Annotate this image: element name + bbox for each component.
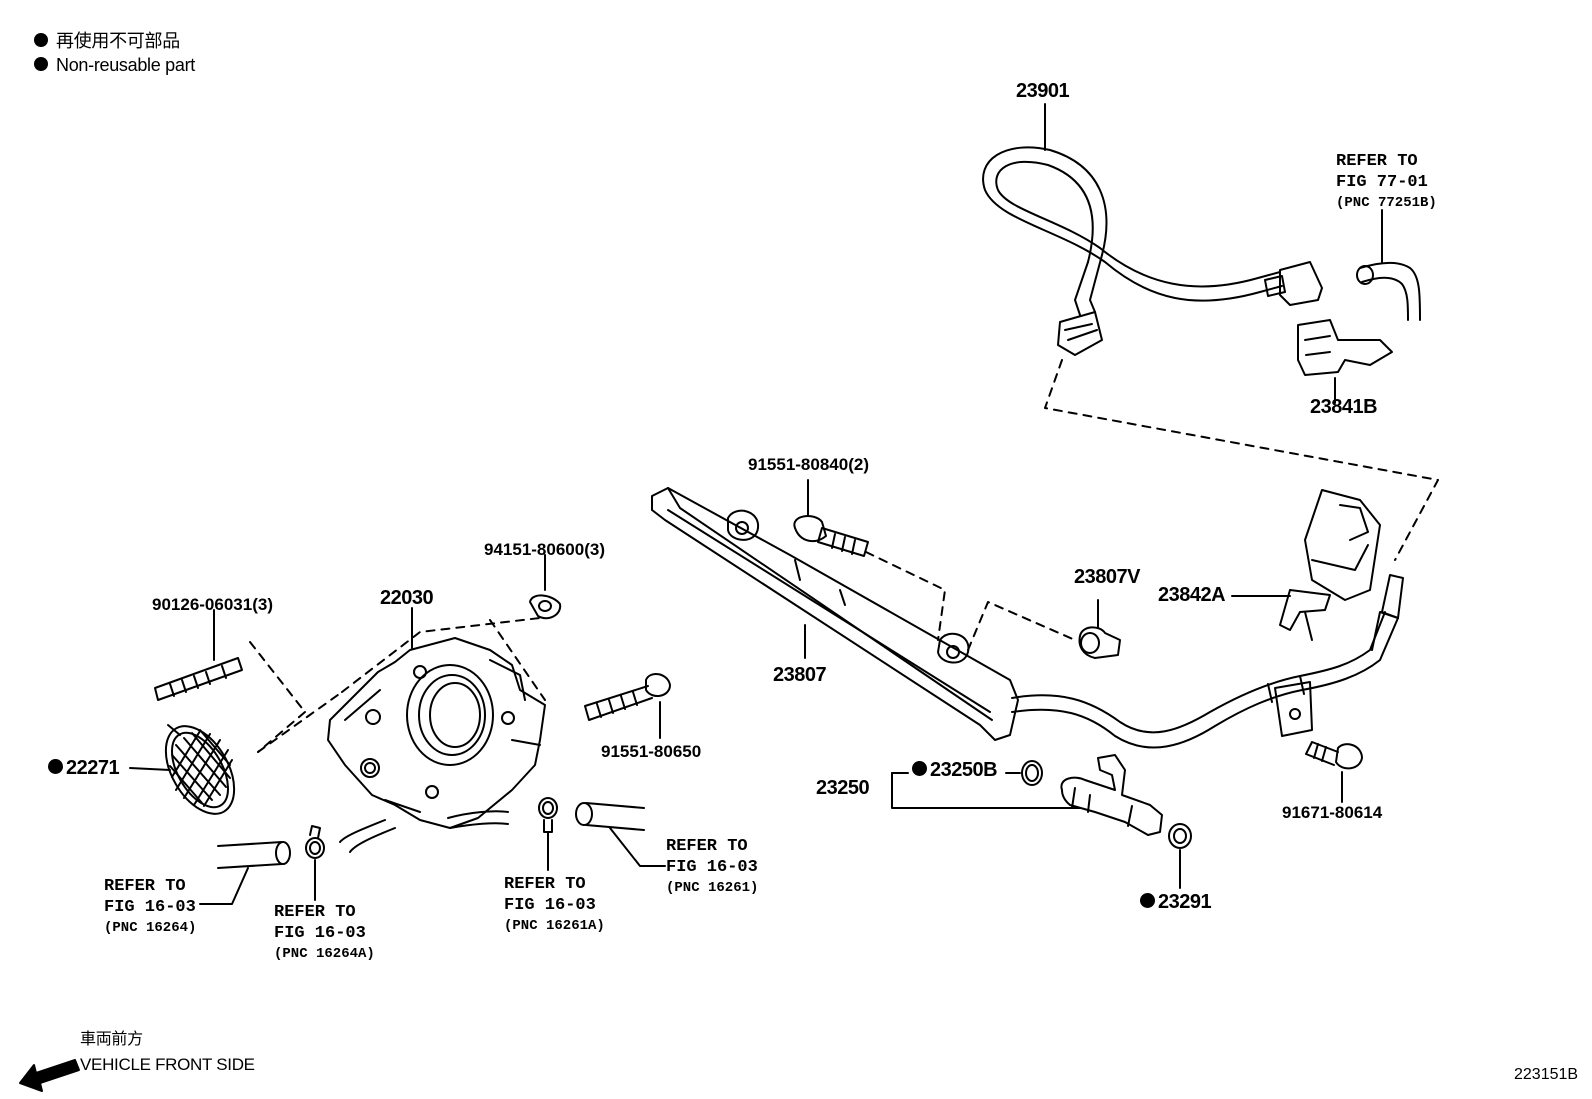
figure-id: 223151B: [1514, 1066, 1579, 1083]
dashed-stud-link: [249, 641, 306, 753]
part-23841b[interactable]: 23841B: [1310, 396, 1378, 418]
ref-fig16-pnc-16261[interactable]: REFER TO FIG 16-03 (PNC 16261): [666, 837, 759, 896]
part-23250[interactable]: 23250: [816, 777, 870, 799]
bolt-91551-80650: [584, 673, 671, 721]
bolt-91551-80840: [793, 515, 869, 557]
part-23807v[interactable]: 23807V: [1074, 566, 1140, 588]
direction-en: VEHICLE FRONT SIDE: [80, 1055, 255, 1074]
part-94151-80600[interactable]: 94151-80600(3): [484, 540, 605, 559]
legend-jp: 再使用不可部品: [34, 32, 180, 50]
non-reusable-dot-icon: [34, 57, 48, 72]
retainer-23842a: [1279, 489, 1381, 641]
ref-fig16-pnc-16264a[interactable]: REFER TO FIG 16-03 (PNC 16264A): [274, 903, 375, 962]
part-91551-80650[interactable]: 91551-80650: [601, 742, 702, 761]
stud-90126-06031: [154, 657, 243, 701]
part-23291[interactable]: 23291: [1140, 892, 1212, 912]
non-reusable-dot-icon: [912, 761, 927, 777]
insulator-23807v: [1078, 626, 1121, 659]
bolt-91671-80614: [1305, 741, 1363, 770]
part-90126-06031[interactable]: 90126-06031(3): [152, 595, 273, 614]
throttle-body-22030: [327, 637, 546, 853]
part-91551-80840[interactable]: 91551-80840(2): [748, 455, 869, 474]
part-23807[interactable]: 23807: [773, 664, 827, 686]
fuel-hose-23901: [982, 146, 1323, 356]
pipe-fig77: [1356, 261, 1421, 321]
injector-23250: [1060, 754, 1163, 836]
clamp-pnc-16261a: [538, 797, 558, 833]
dashed-hose-link: [1044, 359, 1439, 561]
front-direction-arrow-icon: [19, 1059, 80, 1092]
gasket-22271: [164, 724, 236, 815]
dashed-bolt-link: [865, 551, 946, 641]
dashed-23807v-link: [967, 601, 1076, 651]
part-23842a[interactable]: 23842A: [1158, 584, 1226, 606]
hose-pnc-16264: [217, 841, 291, 869]
non-reusable-dot-icon: [1140, 893, 1155, 909]
leader-22271: [129, 767, 171, 771]
non-reusable-dot-icon: [34, 33, 48, 48]
dashed-body-link: [257, 617, 541, 753]
part-91671-80614[interactable]: 91671-80614: [1282, 803, 1383, 822]
direction-jp: 車両前方: [80, 1031, 143, 1048]
leader-16261: [609, 827, 666, 867]
ref-fig77[interactable]: REFER TO FIG 77-01 (PNC 77251B): [1336, 152, 1437, 211]
part-22030[interactable]: 22030: [380, 587, 434, 609]
o-ring-23291: [1168, 823, 1192, 849]
nut-94151-80600: [529, 594, 562, 620]
part-23250b[interactable]: 23250B: [912, 760, 998, 780]
hose-pnc-16261: [575, 802, 645, 831]
non-reusable-dot-icon: [48, 759, 63, 775]
ref-fig16-pnc-16264[interactable]: REFER TO FIG 16-03 (PNC 16264): [104, 877, 197, 936]
dashed-nut-link: [489, 619, 546, 701]
ref-fig16-pnc-16261a[interactable]: REFER TO FIG 16-03 (PNC 16261A): [504, 875, 605, 934]
legend-en: Non-reusable part: [34, 56, 195, 74]
part-23901[interactable]: 23901: [1016, 80, 1070, 102]
delivery-pipe-23807: [651, 487, 1404, 749]
part-22271[interactable]: 22271: [48, 758, 120, 778]
clamp-pnc-16264a: [305, 825, 325, 859]
clamp-23841b: [1297, 319, 1393, 376]
o-ring-23250b: [1021, 760, 1043, 786]
leader-16264: [199, 867, 249, 905]
